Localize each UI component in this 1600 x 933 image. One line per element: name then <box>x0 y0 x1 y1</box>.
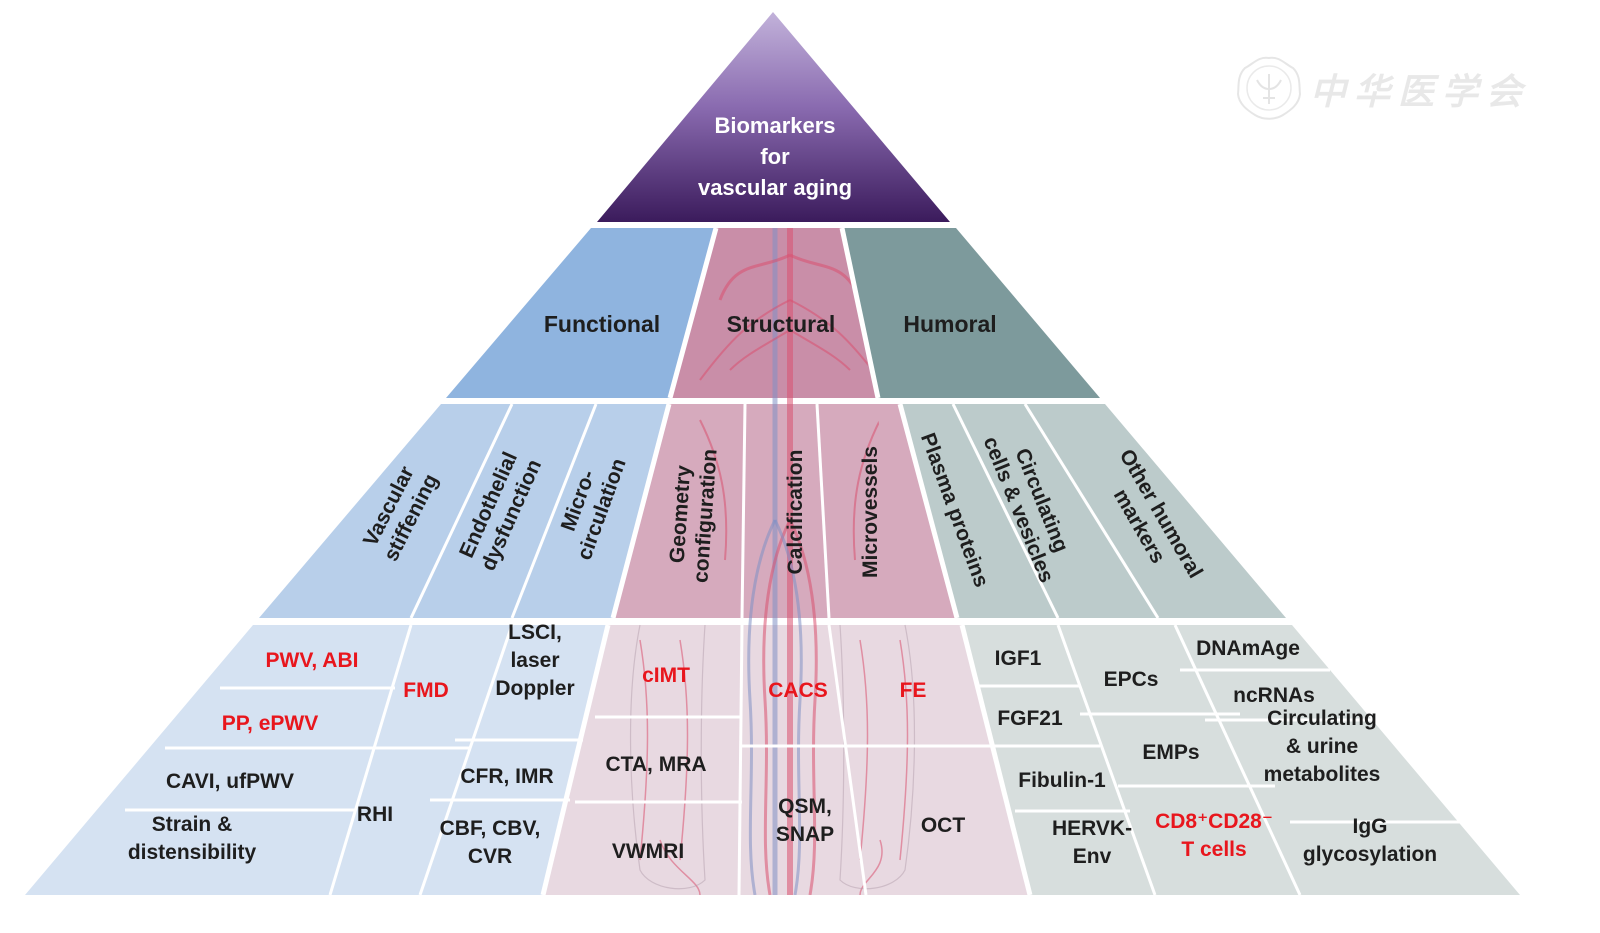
subcategory-microvessels: Microvessels <box>859 446 882 578</box>
marker-calcification-0-line-0: CACS <box>768 679 828 702</box>
other-humoral-band <box>1025 404 1286 618</box>
marker-microcirculation-0-line-1: laser <box>510 649 559 672</box>
svg-text:Calcification: Calcification <box>784 450 807 575</box>
marker-endothelial-dysfunction-0-line-0: FMD <box>403 679 449 702</box>
marker-endothelial-dysfunction-1-line-0: RHI <box>357 803 393 826</box>
apex-triangle <box>597 12 950 222</box>
marker-other-humoral-0-line-0: DNAmAge <box>1196 637 1300 660</box>
microvessels-band <box>817 404 957 618</box>
plasma-proteins-band <box>900 404 1058 618</box>
marker-circulating-cells-vesicles-2-line-1: T cells <box>1181 838 1246 861</box>
chinese-medical-association-seal-icon <box>1236 56 1302 120</box>
subcategory-calcification: Calcification <box>784 450 807 575</box>
marker-microvessels-1-line-0: OCT <box>921 814 966 837</box>
marker-calcification-1-line-0: QSM, <box>778 795 832 818</box>
marker-calcification-1-line-1: SNAP <box>776 823 834 846</box>
endothelial-dysfunction-band <box>411 404 596 618</box>
apex-title-line-2: for <box>760 144 790 169</box>
functional-band <box>446 228 716 398</box>
marker-circulating-cells-vesicles-1-line-0: EMPs <box>1142 741 1199 764</box>
marker-geometry-configuration-2-line-0: VWMRI <box>612 840 684 863</box>
apex-title-line-3: vascular aging <box>698 175 852 200</box>
geometry-configuration-band <box>613 404 745 618</box>
marker-circulating-cells-vesicles-0-line-0: EPCs <box>1104 668 1159 691</box>
marker-microcirculation-0-line-0: LSCI, <box>508 621 562 644</box>
marker-microcirculation-1-line-0: CFR, IMR <box>460 765 553 788</box>
structural-markers-area <box>543 625 1030 895</box>
marker-microcirculation-2-line-0: CBF, CBV, <box>440 817 541 840</box>
marker-other-humoral-3-line-1: glycosylation <box>1303 843 1437 866</box>
marker-vascular-stiffening-3-line-1: distensibility <box>128 841 257 864</box>
humoral-band <box>842 228 1100 398</box>
apex-title-line-1: Biomarkers <box>714 113 835 138</box>
marker-geometry-configuration-1-line-0: CTA, MRA <box>605 753 706 776</box>
marker-microcirculation-2-line-1: CVR <box>468 845 512 868</box>
marker-other-humoral-2-line-1: & urine <box>1286 735 1358 758</box>
marker-other-humoral-2-line-0: Circulating <box>1267 707 1377 730</box>
category-humoral: Humoral <box>903 311 996 337</box>
marker-vascular-stiffening-1-line-0: PP, ePWV <box>222 712 319 735</box>
marker-geometry-configuration-0-line-0: cIMT <box>642 664 690 687</box>
vascular-stiffening-band <box>259 404 512 618</box>
functional-markers-area <box>25 625 608 895</box>
marker-vascular-stiffening-2-line-0: CAVI, ufPWV <box>166 770 294 793</box>
circulating-cells-band <box>953 404 1158 618</box>
marker-microcirculation-0-line-2: Doppler <box>495 677 574 700</box>
marker-microvessels-0-line-0: FE <box>900 679 927 702</box>
humoral-markers-area <box>962 625 1520 895</box>
marker-labels: PWV, ABI PP, ePWV CAVI, ufPWV Strain & diste… <box>128 621 1437 868</box>
marker-plasma-proteins-3-line-1: Env <box>1073 845 1112 868</box>
microcirculation-band <box>512 404 669 618</box>
marker-vascular-stiffening-0-line-0: PWV, ABI <box>266 649 359 672</box>
marker-other-humoral-1-line-0: ncRNAs <box>1233 684 1315 707</box>
vascular-system-illustration <box>629 228 916 895</box>
marker-vascular-stiffening-3-line-0: Strain & <box>152 813 233 836</box>
marker-plasma-proteins-2-line-0: Fibulin-1 <box>1018 769 1106 792</box>
watermark-text: 中华医学会 <box>1310 71 1530 112</box>
marker-plasma-proteins-3-line-0: HERVK- <box>1052 817 1132 840</box>
marker-plasma-proteins-1-line-0: FGF21 <box>997 707 1063 730</box>
marker-plasma-proteins-0-line-0: IGF1 <box>995 647 1042 670</box>
category-structural: Structural <box>727 311 836 337</box>
watermark: 中华医学会 <box>1236 56 1530 120</box>
marker-circulating-cells-vesicles-2-line-0: CD8⁺CD28⁻ <box>1155 810 1273 833</box>
marker-other-humoral-3-line-0: IgG <box>1353 815 1388 838</box>
svg-text:Microvessels: Microvessels <box>859 446 882 578</box>
category-functional: Functional <box>544 311 660 337</box>
marker-other-humoral-2-line-2: metabolites <box>1264 763 1381 786</box>
